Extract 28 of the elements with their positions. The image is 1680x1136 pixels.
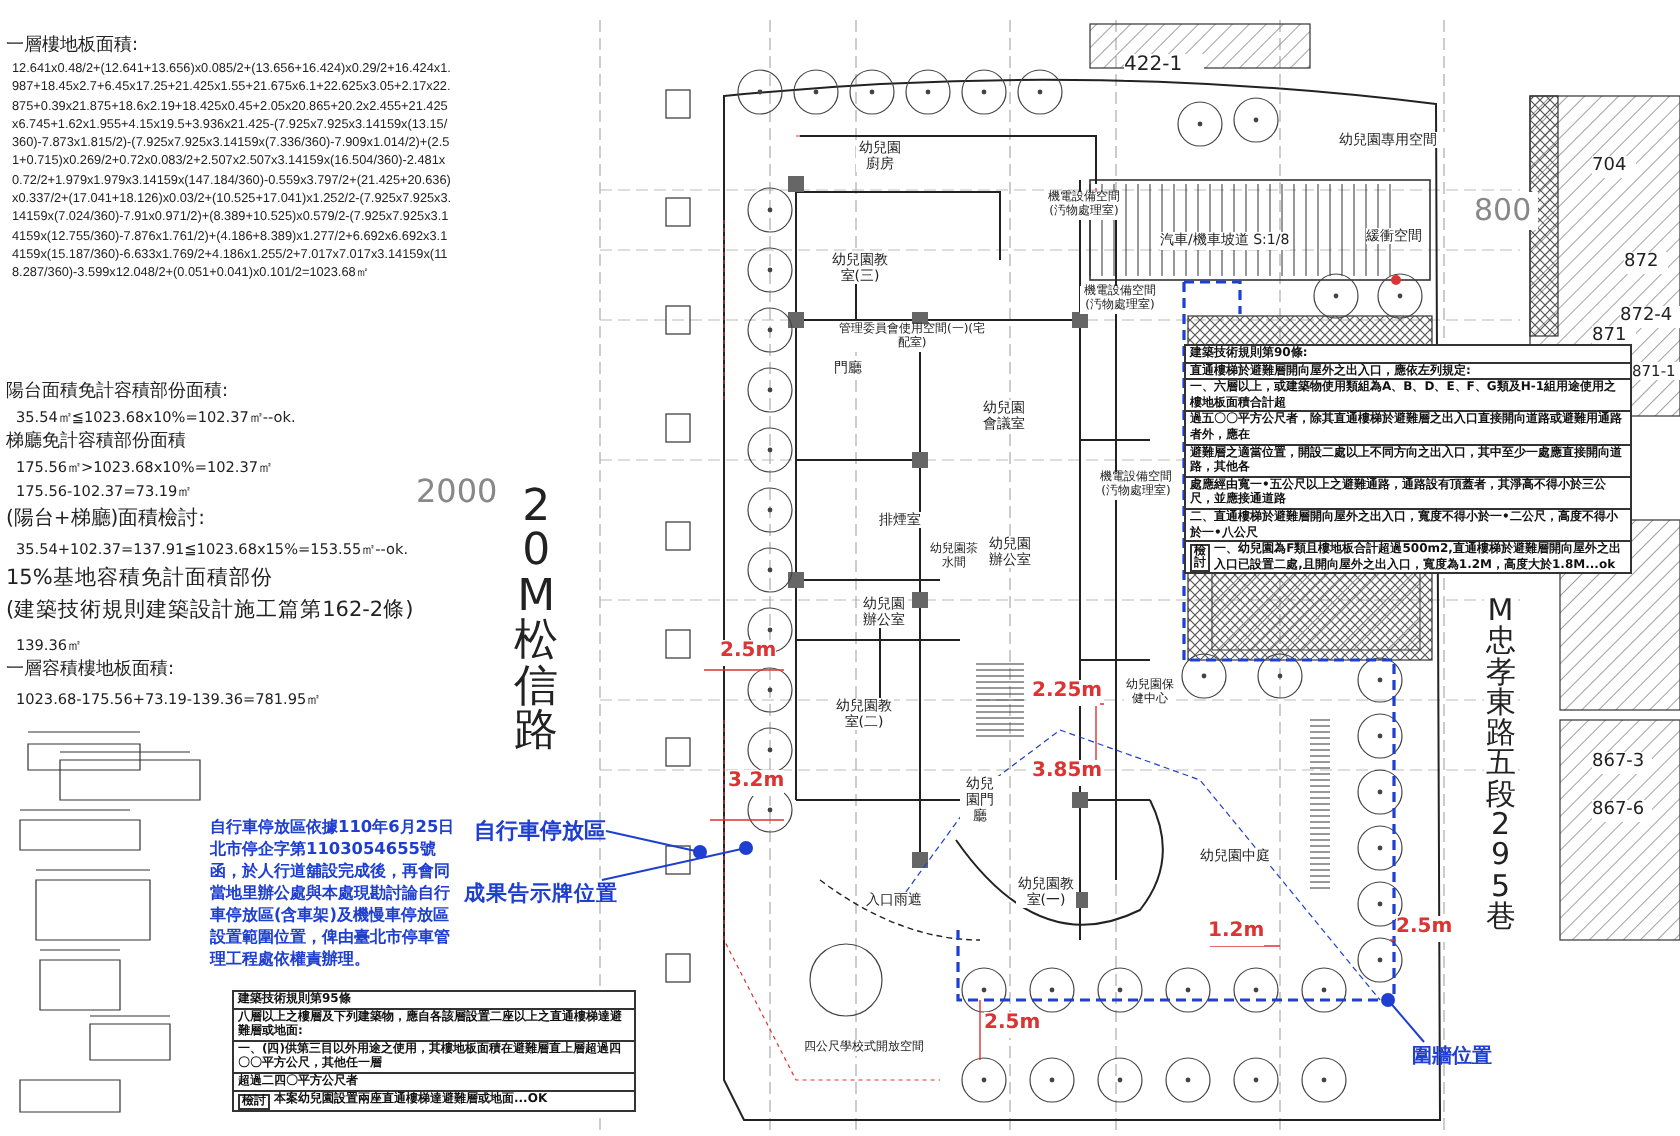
street-name: 20M松信路 bbox=[512, 486, 561, 756]
dimension-label: 2.25m bbox=[1032, 680, 1100, 705]
lot-number: 867-3 bbox=[1592, 752, 1652, 775]
leader-line bbox=[601, 841, 753, 881]
leader-line bbox=[1381, 993, 1425, 1043]
dimension-label: 2.5m bbox=[984, 1012, 1040, 1037]
lot-number: 872-4 bbox=[1620, 306, 1680, 329]
dimension-label: 3.85m bbox=[1032, 760, 1100, 785]
dimension-label: 2000 bbox=[416, 472, 500, 512]
dimension-label: 2.5m bbox=[1396, 916, 1452, 941]
dimension-label: 2.5m bbox=[720, 640, 776, 665]
dimension-label: 3.2m bbox=[728, 770, 784, 795]
regulation-reference: (建築技術規則建築設計施工篇第162-2條) bbox=[6, 598, 416, 625]
area-heading: 梯廳免計容積部份面積 bbox=[6, 432, 188, 455]
dimension-label: 800 bbox=[1474, 192, 1538, 230]
lot-number: 872 bbox=[1624, 252, 1668, 275]
area-heading: 15%基地容積免計面積部份 bbox=[6, 566, 275, 593]
lot-number: 867-6 bbox=[1592, 800, 1652, 823]
bicycle-parking-note: 自行車停放區依據110年6月25日北市停企字第1103054655號函，於人行道舖設完成後，再會同當地里辦公處與本處現勘討論自行車停放區(含車架)及機慢車停放區設置範圍位置，俾由臺北市停車管理工程處依權責辦理。 bbox=[210, 816, 457, 970]
callout-label: 自行車停放區 bbox=[474, 816, 606, 846]
callout-label: 成果告示牌位置 bbox=[464, 880, 618, 908]
area-heading: 陽台面積免計容積部份面積: bbox=[6, 382, 231, 405]
street-name: M忠孝東路五段295巷 bbox=[1484, 596, 1517, 933]
area-heading: (陽台+梯廳)面積檢討: bbox=[6, 508, 208, 533]
leader-line bbox=[605, 830, 707, 859]
lot-number: 704 bbox=[1592, 156, 1636, 179]
area-heading: 一層容積樓地板面積: bbox=[6, 660, 177, 683]
area-heading: 一層樓地板面積: bbox=[6, 36, 141, 59]
